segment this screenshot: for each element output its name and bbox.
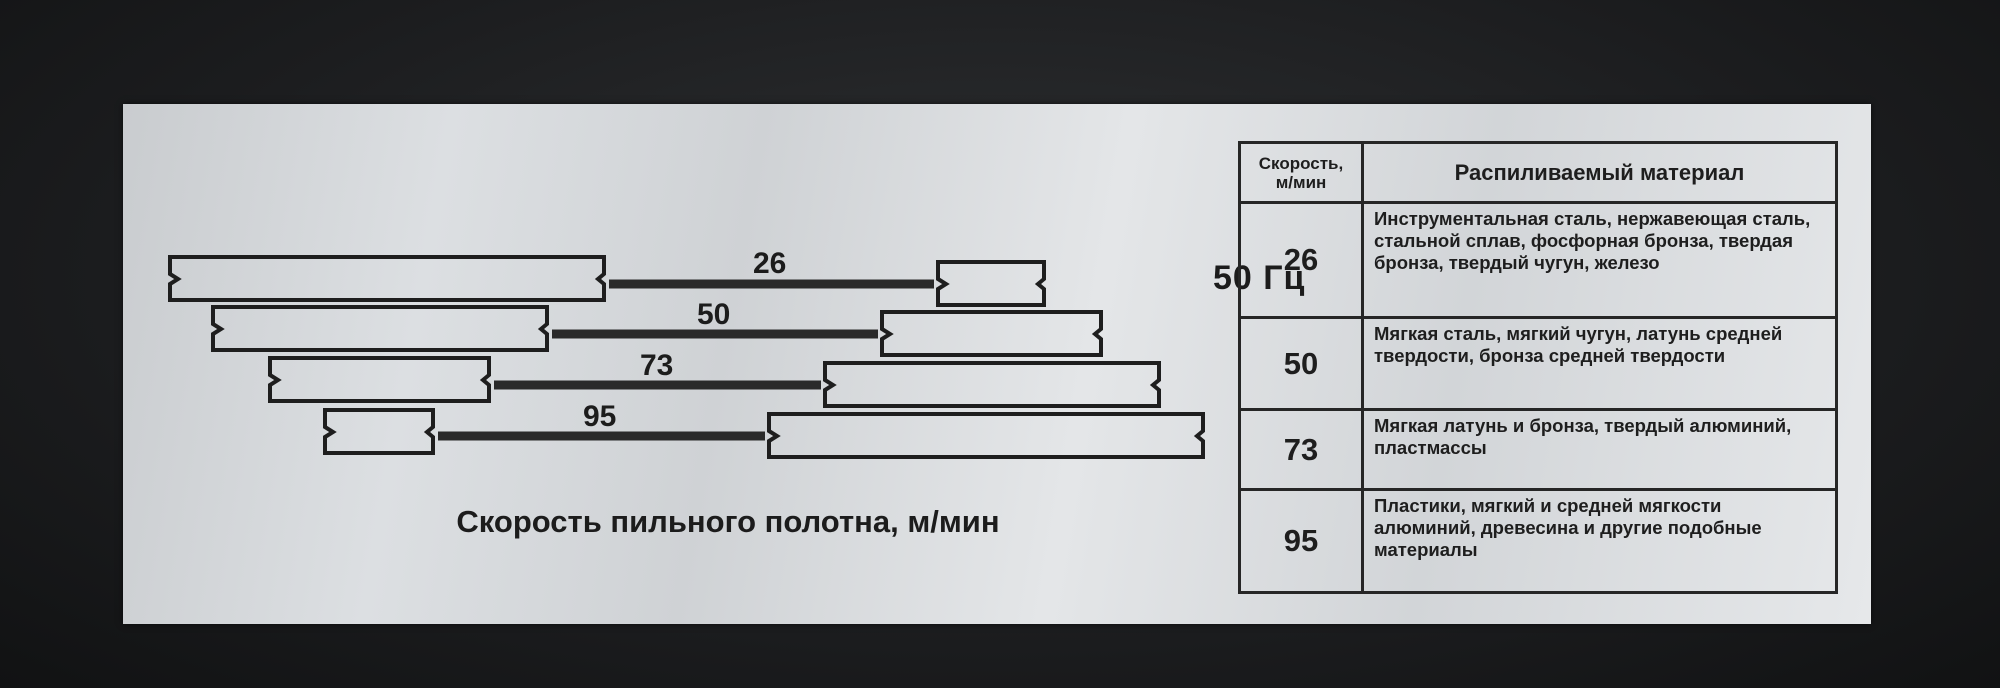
row-speed: 26 [1238, 201, 1364, 319]
left-pulley-step-1 [168, 255, 606, 302]
speed-label-26: 26 [753, 247, 787, 280]
row-material: Инструментальная сталь, нержавеющая стал… [1361, 201, 1838, 319]
row-speed: 95 [1238, 488, 1364, 594]
row-speed: 50 [1238, 316, 1364, 411]
pulley-belt-diagram [168, 255, 1205, 459]
speed-label-50: 50 [697, 298, 731, 331]
right-pulley-step-2 [880, 310, 1103, 357]
speed-header-line1: Скорость, [1258, 153, 1344, 173]
row-material: Мягкая латунь и бронза, твердый алюминий… [1361, 408, 1838, 491]
right-pulley-step-4 [767, 412, 1205, 459]
table-row: 95 Пластики, мягкий и средней мягкости а… [1238, 488, 1838, 594]
right-pulley-step-3 [823, 361, 1161, 408]
material-column-header: Распиливаемый материал [1361, 141, 1838, 204]
left-pulley-step-3 [268, 356, 491, 403]
table-row: 50 Мягкая сталь, мягкий чугун, латунь ср… [1238, 316, 1838, 411]
left-pulley-step-2 [211, 305, 549, 352]
table-row: 26 Инструментальная сталь, нержавеющая с… [1238, 201, 1838, 319]
speed-header-line2: м/мин [1275, 172, 1327, 192]
speed-label-95: 95 [583, 400, 617, 433]
row-material: Пластики, мягкий и средней мягкости алюм… [1361, 488, 1838, 594]
table-row: 73 Мягкая латунь и бронза, твердый алюми… [1238, 408, 1838, 491]
diagram-caption: Скорость пильного полотна, м/мин [456, 504, 1000, 539]
aluminum-nameplate: 26 50 73 95 50 Гц Скорость пильного поло… [123, 104, 1871, 624]
speed-label-73: 73 [640, 349, 674, 382]
speed-column-header: Скорость, м/мин [1238, 141, 1364, 204]
row-material: Мягкая сталь, мягкий чугун, латунь средн… [1361, 316, 1838, 411]
row-speed: 73 [1238, 408, 1364, 491]
table-header-row: Скорость, м/мин Распиливаемый материал [1238, 141, 1838, 204]
material-speed-table: Скорость, м/мин Распиливаемый материал 2… [1238, 141, 1838, 594]
right-pulley-step-1 [936, 260, 1046, 307]
left-pulley-step-4 [323, 408, 435, 455]
